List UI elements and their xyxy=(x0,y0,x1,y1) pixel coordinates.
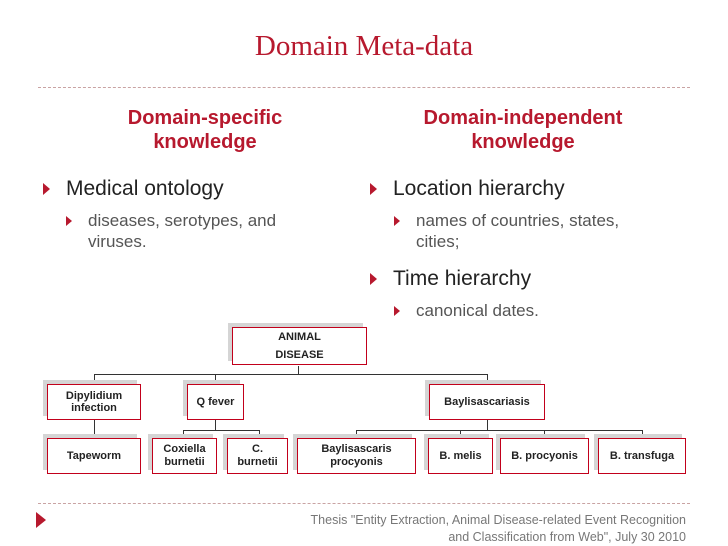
coxiella-line2: burnetii xyxy=(164,456,205,468)
tree-node-baylisascaris-procyonis: Baylisascaris procyonis xyxy=(297,438,416,474)
sub-bullet-names-of-countries: names of countries, states, cities; xyxy=(416,210,619,252)
procyonis-line1: Baylisascaris xyxy=(321,443,392,455)
bullet-location-hierarchy: Location hierarchy xyxy=(393,177,565,200)
left-column-heading: Domain-specific knowledge xyxy=(70,106,340,154)
bullet-medical-ontology: Medical ontology xyxy=(66,177,224,200)
tree-connector xyxy=(487,374,488,384)
procyonis-line2: procyonis xyxy=(330,456,383,468)
tree-connector xyxy=(487,420,488,430)
right-column-heading: Domain-independent knowledge xyxy=(388,106,658,154)
tree-node-animal-disease: ANIMAL DISEASE xyxy=(232,327,367,365)
bullet-arrow-icon xyxy=(370,273,377,285)
sub-bullet-diseases-line2: viruses. xyxy=(88,232,147,251)
tree-node-b-transfuga: B. transfuga xyxy=(598,438,686,474)
root-line2: DISEASE xyxy=(275,349,324,361)
right-heading-line1: Domain-independent xyxy=(423,107,623,129)
tree-node-tapeworm: Tapeworm xyxy=(47,438,141,474)
left-heading-line2: knowledge xyxy=(153,131,257,153)
baylisascariasis-label: Baylisascariasis xyxy=(444,396,530,408)
sub-bullet-arrow-icon xyxy=(394,306,400,316)
tree-connector xyxy=(356,430,357,438)
tree-node-q-fever: Q fever xyxy=(187,384,244,420)
tree-connector xyxy=(642,430,643,438)
tree-connector xyxy=(94,374,95,384)
tree-connector xyxy=(259,430,260,438)
tree-connector xyxy=(298,366,299,374)
tree-connector xyxy=(183,430,184,438)
sub-bullet-diseases: diseases, serotypes, and viruses. xyxy=(88,210,276,252)
footer-arrow-icon xyxy=(36,512,46,528)
sub-bullet-countries-line1: names of countries, states, xyxy=(416,211,620,230)
coxiella-line1: Coxiella xyxy=(163,443,206,455)
sub-bullet-arrow-icon xyxy=(66,216,72,226)
tapeworm-label: Tapeworm xyxy=(66,450,122,462)
tree-connector xyxy=(356,430,643,431)
b-transfuga-label: B. transfuga xyxy=(609,450,675,462)
q-fever-label: Q fever xyxy=(196,396,235,408)
tree-connector xyxy=(94,374,488,375)
bullet-time-hierarchy: Time hierarchy xyxy=(393,267,532,290)
dipylidium-line1: Dipylidium xyxy=(65,390,123,402)
tree-node-dipylidium-infection: Dipylidium infection xyxy=(47,384,141,420)
tree-node-b-melis: B. melis xyxy=(428,438,493,474)
tree-node-c-burnetii: C. burnetii xyxy=(227,438,288,474)
bullet-arrow-icon xyxy=(43,183,50,195)
tree-node-coxiella-burnetii: Coxiella burnetii xyxy=(152,438,217,474)
dipylidium-line2: infection xyxy=(71,402,117,414)
tree-connector xyxy=(94,420,95,438)
tree-node-baylisascariasis: Baylisascariasis xyxy=(429,384,545,420)
c-burnetii-line1: C. xyxy=(252,443,263,455)
tree-node-b-procyonis: B. procyonis xyxy=(500,438,589,474)
c-burnetii-line2: burnetii xyxy=(237,456,278,468)
tree-connector xyxy=(215,374,216,384)
tree-connector xyxy=(544,430,545,438)
footer-divider xyxy=(38,503,690,504)
footer-line1: Thesis "Entity Extraction, Animal Diseas… xyxy=(310,513,686,527)
left-heading-line1: Domain-specific xyxy=(127,107,283,129)
sub-bullet-countries-line2: cities; xyxy=(416,232,460,251)
tree-connector xyxy=(215,420,216,430)
b-procyonis-label: B. procyonis xyxy=(511,450,578,462)
bullet-arrow-icon xyxy=(370,183,377,195)
sub-bullet-diseases-line1: diseases, serotypes, and xyxy=(88,211,277,230)
tree-connector xyxy=(460,430,461,438)
footer-line2: and Classification from Web", July 30 20… xyxy=(448,530,686,544)
slide-title: Domain Meta-data xyxy=(254,30,474,62)
sub-bullet-arrow-icon xyxy=(394,216,400,226)
title-divider xyxy=(38,87,690,88)
tree-connector xyxy=(183,430,260,431)
sub-bullet-canonical-dates: canonical dates. xyxy=(416,301,539,320)
footer-citation: Thesis "Entity Extraction, Animal Diseas… xyxy=(256,512,686,546)
root-line1: ANIMAL xyxy=(278,331,321,343)
right-heading-line2: knowledge xyxy=(471,131,575,153)
b-melis-label: B. melis xyxy=(439,450,482,462)
